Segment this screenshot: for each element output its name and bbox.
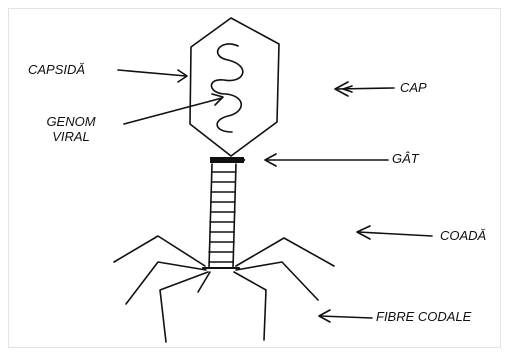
label-fibre-codale: FIBRE CODALE xyxy=(376,310,471,325)
arrow-fibre xyxy=(319,310,372,322)
arrows xyxy=(118,70,432,322)
tail xyxy=(209,164,236,268)
label-genom-line2: VIRAL xyxy=(36,130,106,145)
label-cap: CAP xyxy=(400,81,427,96)
label-genom-viral: GENOM VIRAL xyxy=(36,115,106,145)
arrow-gat xyxy=(265,154,388,166)
arrow-capsida xyxy=(118,70,187,82)
label-gat: GÂT xyxy=(392,152,419,167)
arrow-genom xyxy=(124,94,223,124)
capsid-outline xyxy=(190,18,279,156)
arrow-cap xyxy=(335,82,394,96)
arrow-coada xyxy=(357,226,432,239)
viral-genome xyxy=(211,44,242,132)
label-coada: COADĂ xyxy=(440,229,486,244)
label-genom-line1: GENOM xyxy=(36,115,106,130)
label-capsida: CAPSIDĂ xyxy=(28,63,85,78)
